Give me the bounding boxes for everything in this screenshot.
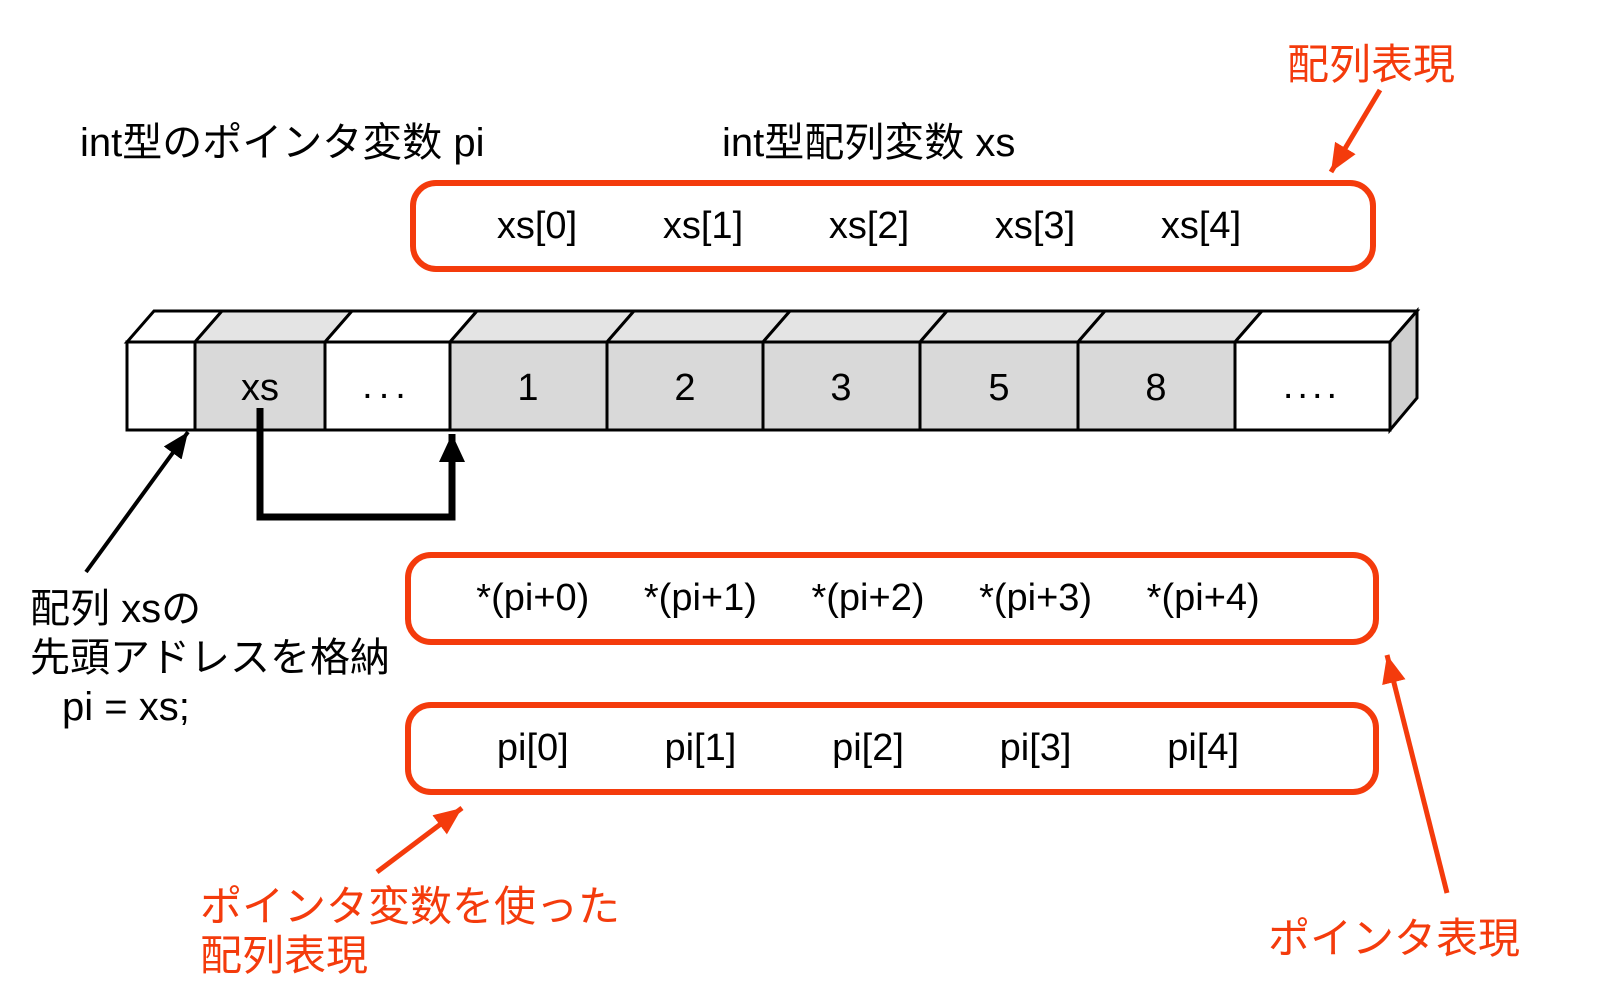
band-cell-top bbox=[603, 309, 794, 344]
band-cell-top bbox=[916, 309, 1109, 344]
index-label: pi[0] bbox=[496, 727, 569, 769]
band-cell-top bbox=[1231, 309, 1421, 344]
band-cell-label-5: 5 bbox=[988, 367, 1009, 409]
array-label: xs[4] bbox=[1160, 204, 1242, 247]
band-cell-top bbox=[446, 309, 638, 344]
band-cell bbox=[448, 340, 609, 432]
band-cell bbox=[605, 340, 765, 432]
band-cell bbox=[1076, 340, 1237, 432]
band-cell bbox=[1233, 340, 1392, 432]
deref-label: *(pi+3) bbox=[979, 577, 1093, 619]
band-cell bbox=[125, 340, 197, 432]
deref-label: *(pi+0) bbox=[476, 577, 590, 619]
address-arrow bbox=[84, 430, 190, 574]
array-notation-box: xs[0] xs[1] xs[2] xs[3] xs[4] bbox=[410, 180, 1376, 272]
index-label: pi[1] bbox=[664, 727, 737, 769]
pointer-index-row: pi[0] pi[1] pi[2] pi[3] pi[4] bbox=[411, 708, 1373, 789]
array-notation-row: xs[0] xs[1] xs[2] xs[3] xs[4] bbox=[416, 186, 1370, 266]
band-cell-label-xs: xs bbox=[241, 367, 279, 409]
deref-label: *(pi+4) bbox=[1146, 577, 1260, 619]
pointer-variable-title: int型のポインタ変数 pi bbox=[80, 121, 485, 165]
array-variable-title: int型配列変数 xs bbox=[722, 121, 1016, 165]
index-label: pi[3] bbox=[999, 727, 1072, 769]
band-cell bbox=[761, 340, 922, 432]
store-address-line: 配列 xsの bbox=[30, 587, 202, 631]
array-rep-arrow bbox=[1328, 88, 1383, 174]
deref-label: *(pi+2) bbox=[811, 577, 925, 619]
band-top-strip bbox=[123, 309, 1421, 344]
index-label: pi[2] bbox=[832, 727, 904, 769]
store-address-line: 先頭アドレスを格納 bbox=[30, 636, 390, 680]
band-cell-top bbox=[759, 309, 951, 344]
pointer-elbow-arrow bbox=[256, 408, 465, 521]
pointer-deref-box: *(pi+0) *(pi+1) *(pi+2) *(pi+3) *(pi+4) bbox=[405, 552, 1379, 645]
store-address-note: 配列 xsの 先頭アドレスを格納 pi = xs; bbox=[30, 585, 390, 732]
pointer-array-rep-note: ポインタ変数を使った 配列表現 bbox=[200, 882, 620, 980]
array-label: xs[0] bbox=[496, 204, 578, 247]
band-cell-labels: xs ... 1 2 3 5 8 .... bbox=[241, 365, 1341, 409]
store-address-code: pi = xs; bbox=[62, 685, 190, 729]
array-label: xs[3] bbox=[994, 204, 1076, 247]
pointer-representation-label: ポインタ表現 bbox=[1268, 915, 1521, 962]
band-cell-label-1: 1 bbox=[517, 367, 538, 409]
pointer-rep-arrow bbox=[1382, 654, 1450, 894]
band-cell-label-dots-end: .... bbox=[1283, 365, 1341, 407]
band-cell-label-2: 2 bbox=[674, 367, 695, 409]
band-cell-top bbox=[1074, 309, 1266, 344]
band-cell-label-3: 3 bbox=[830, 367, 851, 409]
array-label: xs[1] bbox=[662, 204, 744, 247]
array-representation-label: 配列表現 bbox=[1287, 41, 1456, 88]
pointer-deref-row: *(pi+0) *(pi+1) *(pi+2) *(pi+3) *(pi+4) bbox=[411, 558, 1373, 639]
pointer-index-box: pi[0] pi[1] pi[2] pi[3] pi[4] bbox=[405, 702, 1379, 795]
band-cell bbox=[323, 340, 452, 432]
band-front-cells bbox=[125, 340, 1392, 432]
pointer-array-rep-arrow bbox=[375, 806, 464, 874]
index-label: pi[4] bbox=[1167, 727, 1240, 769]
band-cell-label-8: 8 bbox=[1145, 367, 1166, 409]
pointer-array-rep-line: 配列表現 bbox=[200, 932, 369, 979]
array-label: xs[2] bbox=[828, 204, 910, 247]
band-cell-label-dots: ... bbox=[362, 365, 412, 407]
pointer-array-rep-line: ポインタ変数を使った bbox=[200, 883, 621, 930]
deref-label: *(pi+1) bbox=[643, 577, 757, 619]
